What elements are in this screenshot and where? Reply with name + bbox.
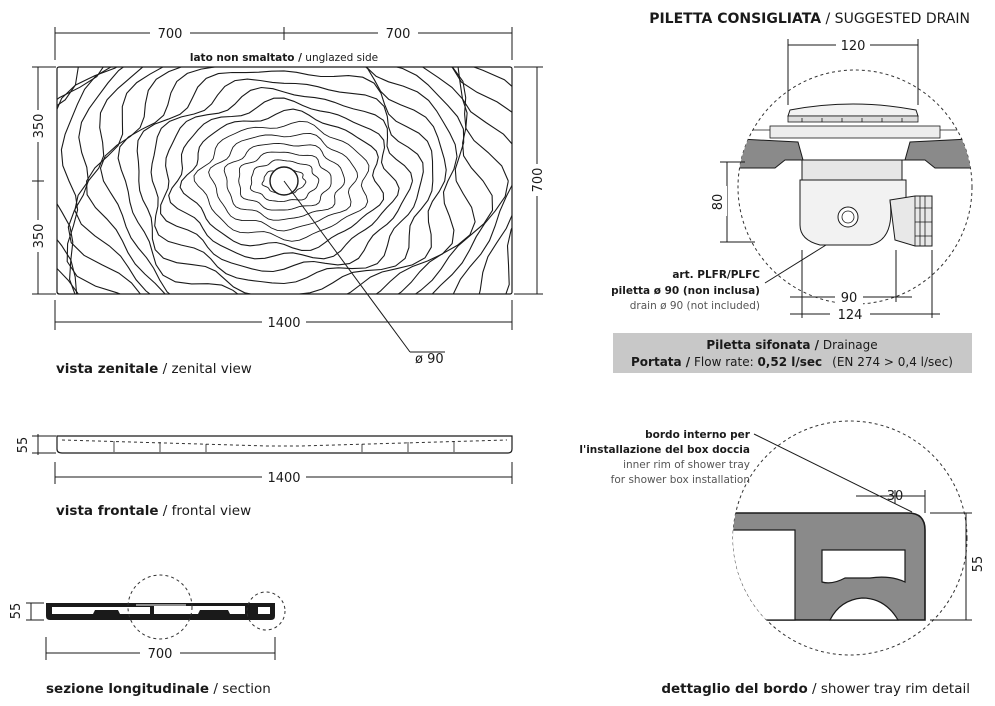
section-view-caption: sezione longitudinale / section [46, 681, 271, 697]
ripple-ring [67, 67, 509, 294]
drain-dim-outer: 124 [838, 308, 863, 323]
rim-arch [829, 597, 900, 621]
ripple-ring [238, 151, 332, 211]
label-bg [262, 314, 306, 330]
label-bg [709, 186, 727, 216]
ripple-ring [160, 86, 414, 273]
label-bg [262, 469, 306, 485]
drain-cap [787, 103, 919, 117]
section-drain-callout [127, 574, 193, 640]
section-dim-height: 55 [9, 603, 24, 620]
unglazed-side-note: lato non smaltato / unglazed side [190, 52, 378, 64]
label-bg [528, 164, 546, 196]
drain-note-en: drain ø 90 (not included) [630, 300, 760, 312]
section-rim-callout [246, 591, 286, 631]
ripple-ring [249, 159, 320, 203]
front-hidden-slope [61, 439, 508, 447]
drainage-label: Piletta sifonata / Drainage [706, 338, 877, 352]
section-view: 55 700 sezione longitudinale / section [9, 574, 286, 697]
drain-article-code: art. PLFR/PLFC [672, 269, 760, 281]
label-bg [29, 220, 47, 252]
drain-plug-inner [841, 210, 855, 224]
ripple-ring [150, 78, 424, 285]
front-profile [56, 435, 513, 454]
drain-cap-rim [787, 115, 919, 123]
drain-outlet [889, 195, 933, 247]
rim-dim-height: 55 [971, 556, 986, 573]
drain-art-leader [764, 244, 827, 284]
label-bg [835, 289, 863, 305]
section-cavity [52, 607, 150, 614]
dim-height-lower: 350 [32, 224, 47, 249]
label-bg [29, 110, 47, 142]
drain-cutaway [738, 103, 972, 247]
drain-dim-inner: 90 [841, 291, 858, 306]
drain-flange [769, 125, 941, 139]
drainage-info-box [613, 333, 972, 373]
rim-cutaway [733, 512, 926, 621]
label-bg [968, 550, 986, 578]
drain-dim-height: 80 [711, 194, 726, 211]
ripple-ring [179, 108, 385, 251]
rim-cavity [821, 549, 906, 584]
section-dim-width: 700 [148, 647, 173, 662]
dim-width-right: 700 [386, 27, 411, 42]
rim-detail-caption: dettaglio del bordo / shower tray rim de… [661, 681, 970, 697]
drain-cap-slots [801, 118, 903, 122]
front-dim-height: 55 [16, 437, 31, 454]
drain-outlet-ribs [914, 196, 932, 246]
dim-total-width: 1400 [267, 316, 300, 331]
ripple-ring [208, 132, 359, 232]
front-feet [113, 441, 455, 452]
rim-note-line3: inner rim of shower tray [623, 459, 750, 471]
label-bg [830, 306, 870, 322]
label-bg [140, 645, 180, 661]
ripple-ring [86, 67, 476, 294]
ripple-ring [60, 67, 512, 294]
front-view-caption: vista frontale / frontal view [56, 503, 251, 519]
top-view-caption: vista zenitale / zenital view [56, 361, 252, 377]
label-bg [150, 25, 190, 41]
ripple-ring [223, 142, 346, 221]
drain-title: PILETTA CONSIGLIATA / SUGGESTED DRAIN [649, 11, 970, 27]
ripple-ring [99, 67, 458, 294]
top-view: 700 700 lato non smaltato / unglazed sid… [29, 25, 546, 377]
rim-dim-width: 30 [887, 489, 904, 504]
drain-detail: PILETTA CONSIGLIATA / SUGGESTED DRAIN 12… [611, 11, 973, 373]
rim-detail: bordo interno per l'installazione del bo… [579, 420, 986, 697]
dim-height-upper: 350 [32, 114, 47, 139]
drain-plug [837, 206, 859, 228]
ripple-ring [193, 120, 370, 242]
drain-note-it: piletta ø 90 (non inclusa) [611, 285, 760, 297]
section-cavity [154, 606, 245, 614]
drain-callout-circle [737, 69, 973, 305]
rim-note-line4: for shower box installation [611, 474, 750, 486]
label-bg [378, 25, 418, 41]
section-cavity [258, 607, 270, 614]
dim-total-height: 700 [531, 168, 546, 193]
drain-dim-top: 120 [841, 39, 866, 54]
front-view: 55 1400 vista frontale / frontal view [16, 434, 513, 519]
rim-note-leader [753, 433, 913, 513]
dim-width-left: 700 [158, 27, 183, 42]
rim-inner-void [733, 529, 796, 621]
rim-note-line1: bordo interno per [645, 429, 751, 441]
drain-diameter-label: ø 90 [415, 352, 444, 367]
rim-note-line2: l'installazione del box doccia [579, 444, 750, 456]
drain-leader [283, 180, 411, 353]
drain-body-top [801, 159, 903, 181]
ripple-ring [168, 97, 400, 260]
ripple-ring [136, 70, 434, 294]
label-bg [836, 37, 870, 53]
flow-rate-label: Portata / Flow rate: 0,52 l/sec(EN 274 >… [631, 355, 953, 369]
front-dim-width: 1400 [267, 471, 300, 486]
